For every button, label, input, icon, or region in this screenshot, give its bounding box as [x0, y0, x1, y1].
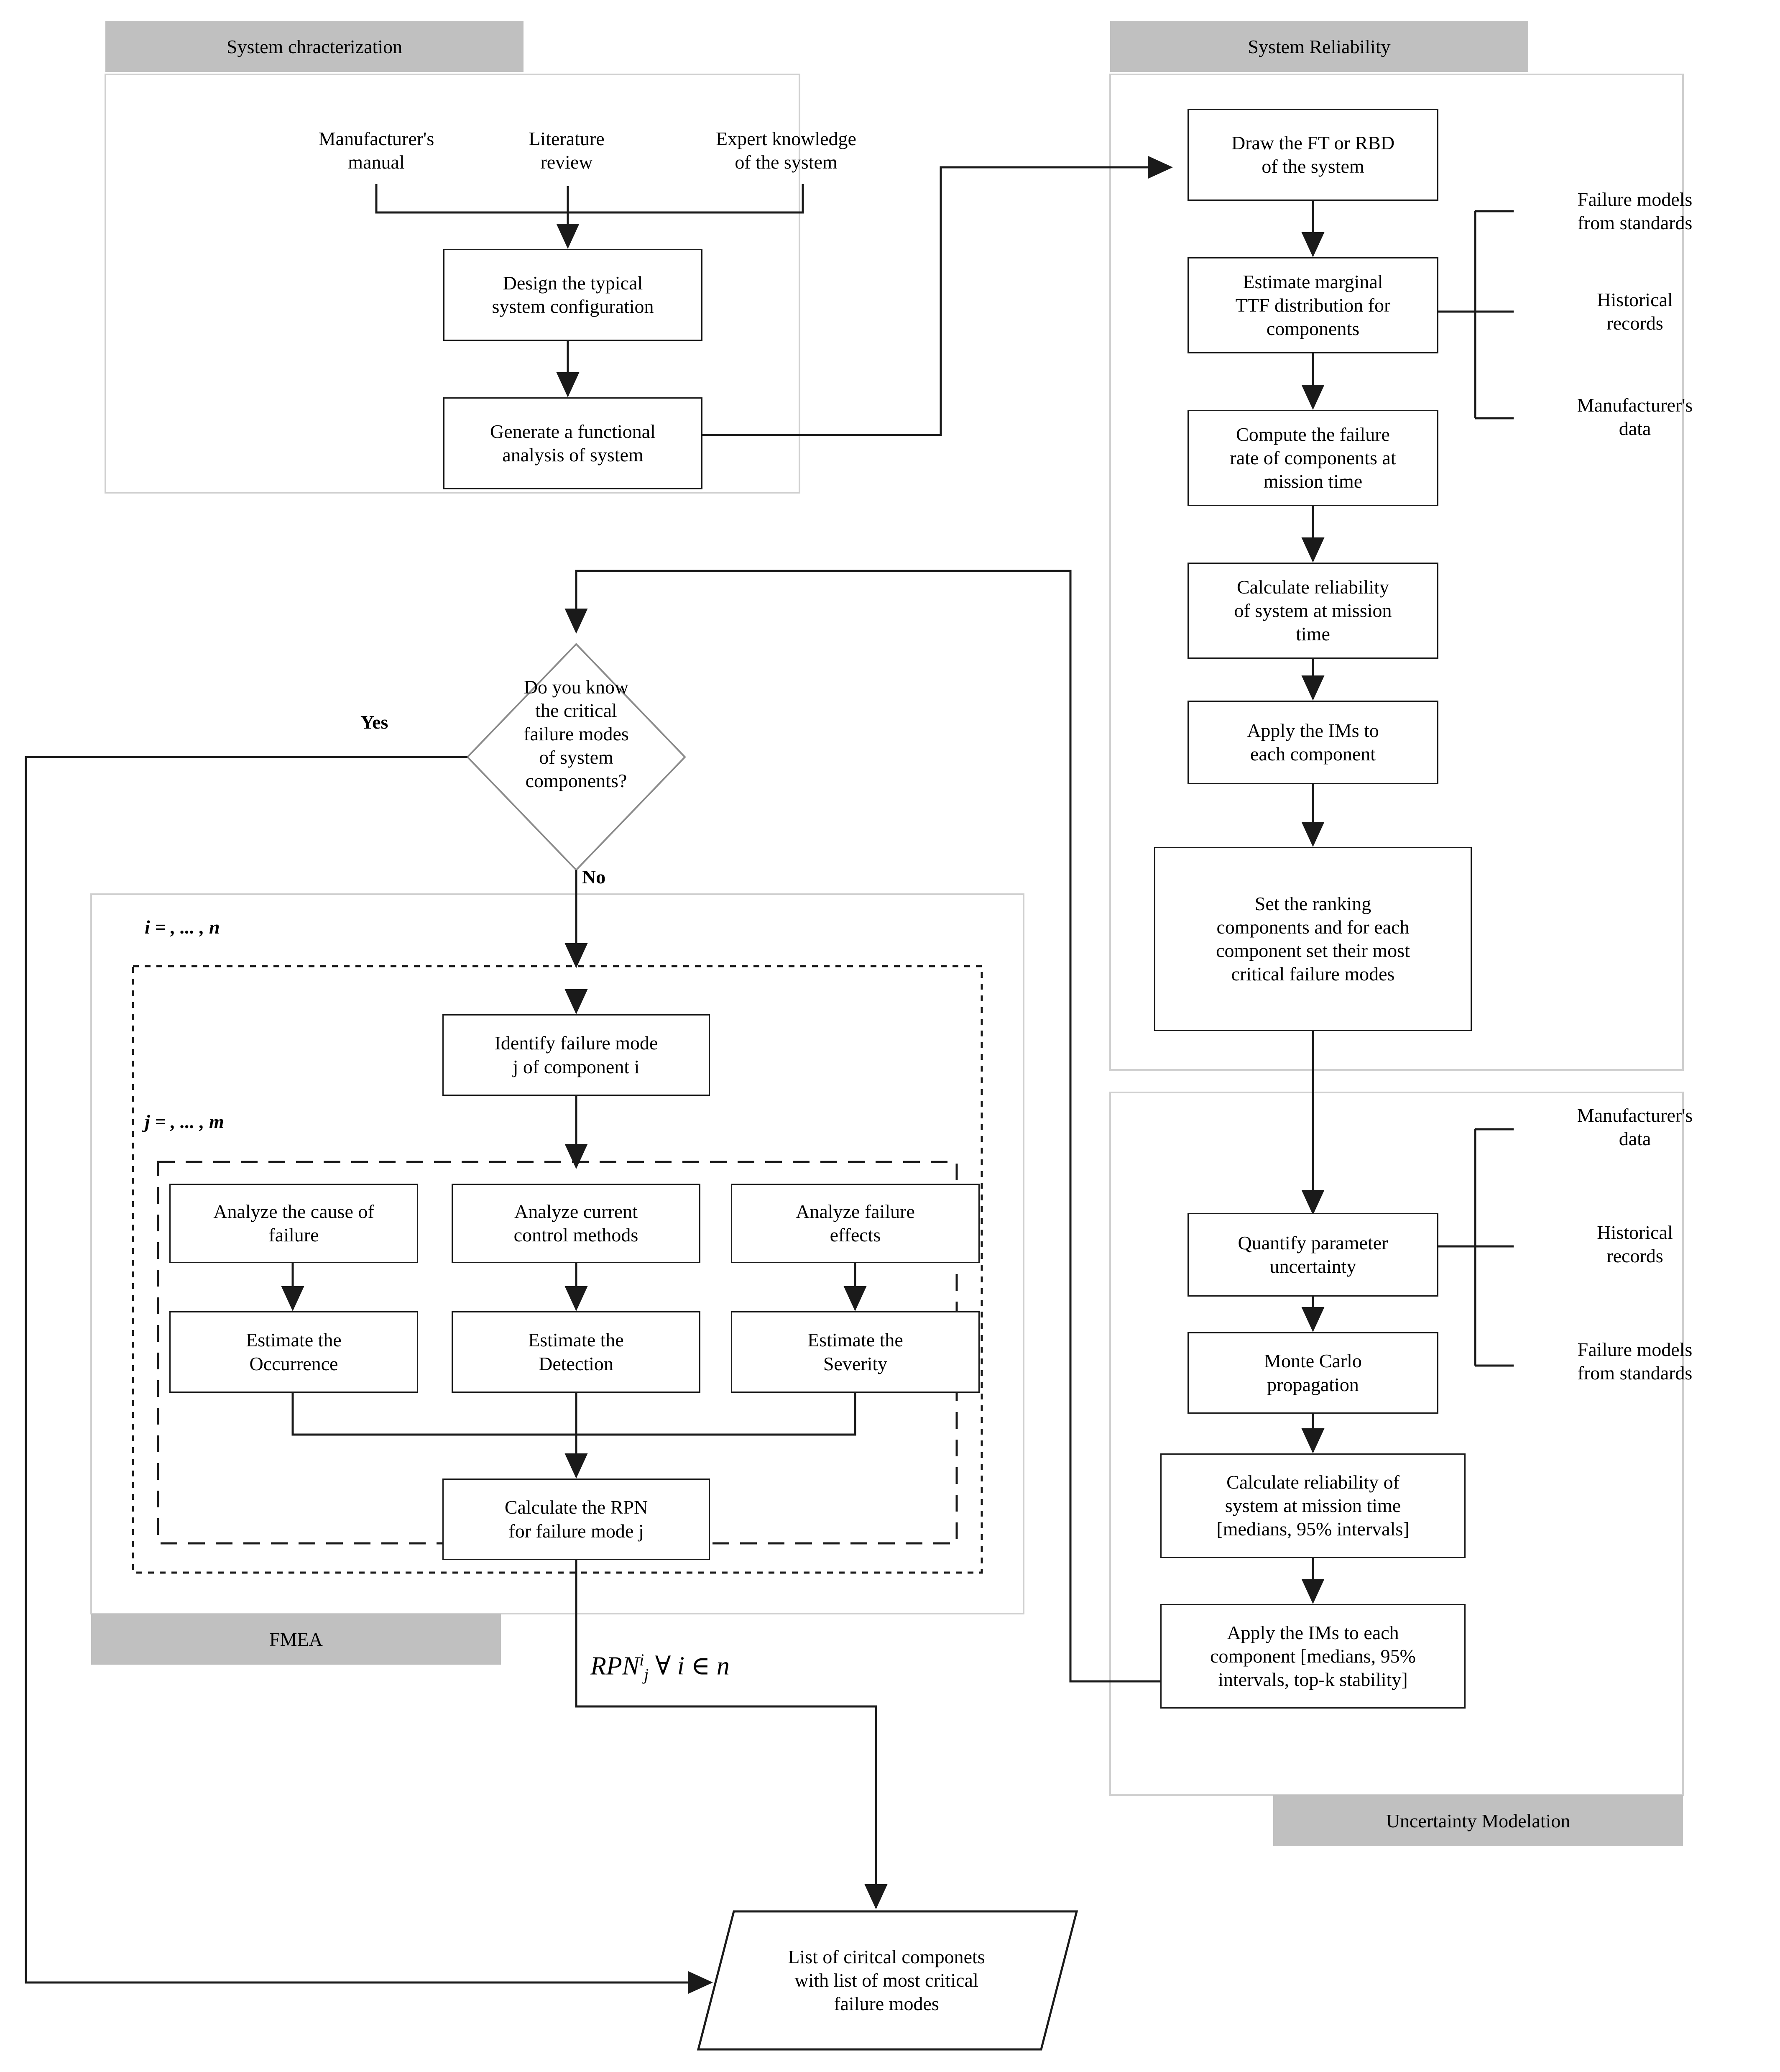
output-parallelogram-shape	[697, 1910, 1078, 2051]
fmea-loop-label-i: i = , ... , n	[145, 916, 220, 938]
connector-apply-ims-to-decision	[564, 570, 1204, 1683]
connector-yes-to-output	[25, 756, 713, 1994]
panel-system-characterization	[105, 74, 800, 494]
rpn-formula: RPNij ∀ i ∈ n	[590, 1650, 730, 1684]
connector-sources-bus	[375, 184, 804, 214]
rpn-formula-quantifier: ∀ i ∈ n	[655, 1652, 730, 1681]
decision-yes-label: Yes	[360, 711, 388, 733]
rpn-formula-base: RPN	[590, 1652, 640, 1681]
panel-system-reliability	[1109, 74, 1684, 1071]
panel-label-system-reliability: System Reliability	[1110, 21, 1528, 72]
fmea-loop-label-j: j = , ... , m	[145, 1111, 224, 1132]
rpn-formula-subscript: j	[644, 1665, 649, 1684]
panel-label-system-characterization: System chracterization	[105, 21, 524, 72]
loop-box-i	[132, 965, 983, 1574]
panel-label-uncertainty-modelation: Uncertainty Modelation	[1273, 1795, 1683, 1846]
panel-label-fmea: FMEA	[91, 1614, 501, 1665]
connector-rpn-to-output	[575, 1560, 888, 1909]
connector-generate-to-draw	[688, 156, 1173, 436]
decision-no-label: No	[582, 866, 606, 888]
connector-estimates-bus	[291, 1393, 856, 1436]
rpn-formula-superscript: i	[639, 1650, 644, 1669]
panel-fmea	[90, 893, 1024, 1614]
